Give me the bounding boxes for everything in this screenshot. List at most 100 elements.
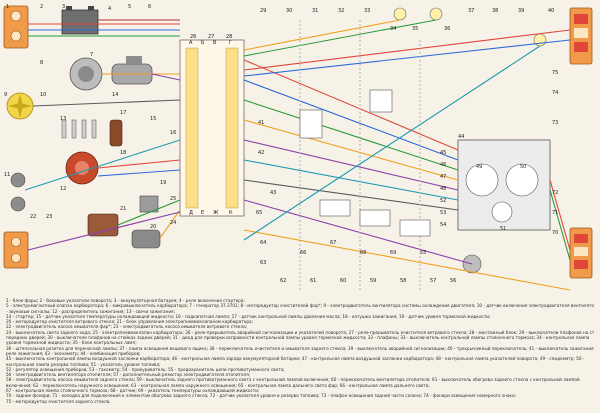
callout-number: 51 xyxy=(500,226,506,232)
legend-line: 36 - штепсельная розетка для переносной … xyxy=(6,345,594,351)
legend-line: - звуковые сигналы; 12 - распределитель … xyxy=(6,308,175,314)
callout-number: 70 xyxy=(552,230,558,236)
callout-number: 27 xyxy=(208,34,214,40)
callout-number: 47 xyxy=(440,174,446,180)
left-headlamp-icon xyxy=(3,5,29,49)
callout-number: 61 xyxy=(310,278,316,284)
callout-number: 34 xyxy=(390,26,396,32)
callout-number: 71 xyxy=(552,210,558,216)
callout-number: 75 xyxy=(552,70,558,76)
callout-number: 63 xyxy=(260,260,266,266)
callout-number: 31 xyxy=(312,8,318,14)
callout-number: 30 xyxy=(286,8,292,14)
callout-number: 26 xyxy=(190,34,196,40)
wiring-diagram: 1234567891011121314151617181920212223242… xyxy=(3,4,593,291)
callout-number: 62 xyxy=(280,278,286,284)
legend-line: 67 - контрольная лампа стояночного тормо… xyxy=(6,388,260,394)
callout-number: 56 xyxy=(450,278,456,284)
callout-number: 65 xyxy=(256,210,262,216)
callout-number: 68 xyxy=(360,250,366,256)
legend-line: 14 - стартер; 15 - датчик указателя темп… xyxy=(6,313,491,319)
legend-line: реле зажигания; 43 - эконометр; 44 - ком… xyxy=(6,350,141,356)
legend-line: 20 - моторедуктор очистителя ветрового с… xyxy=(6,319,253,325)
callout-number: 43 xyxy=(270,190,276,196)
callout-number: 24 xyxy=(170,220,176,226)
legend-line: уровня тормозной жидкости; 35 - блок кон… xyxy=(6,340,137,346)
callout-number: 11 xyxy=(4,172,10,178)
callout-number: 8 xyxy=(40,60,43,66)
wiper-motor-icon xyxy=(131,229,161,249)
callout-number: 55 xyxy=(420,250,426,256)
ignition-coil-icon xyxy=(109,119,123,147)
generator-icon xyxy=(69,57,103,91)
connector-pin-label: Б xyxy=(201,40,205,46)
callout-number: 38 xyxy=(492,8,498,14)
callout-number: 37 xyxy=(468,8,474,14)
callout-number: 46 xyxy=(440,162,446,168)
mounting-block xyxy=(179,39,245,217)
callout-number: 12 xyxy=(60,186,66,192)
wiring-harness xyxy=(24,19,571,291)
connector-pin-label: А xyxy=(189,40,193,46)
callout-number: 9 xyxy=(4,92,7,98)
carburetor-icon xyxy=(87,195,159,237)
callout-number: 15 xyxy=(150,116,156,122)
callout-number: 29 xyxy=(260,8,266,14)
callout-number: 54 xyxy=(440,222,446,228)
switch-block xyxy=(299,89,431,237)
connector-pin-label: Д xyxy=(189,210,193,216)
callout-number: 39 xyxy=(518,8,524,14)
callout-number: 44 xyxy=(458,134,464,140)
callout-number: 17 xyxy=(120,110,126,116)
callout-number: 21 xyxy=(120,206,126,212)
callout-number: 3 xyxy=(62,4,65,10)
connector-pin-label: К xyxy=(229,210,233,216)
right-lower-tail-lamp-icon xyxy=(569,227,593,279)
callout-number: 48 xyxy=(440,186,446,192)
callout-number: 18 xyxy=(120,150,126,156)
legend: 1 - блок-фары; 2 - боковые указатели пов… xyxy=(6,298,594,410)
callout-number: 23 xyxy=(46,214,52,220)
callout-number: 20 xyxy=(150,224,156,230)
legend-line: контрольная лампа резерва топлива; 51 - … xyxy=(6,361,161,367)
connector-pin-label: Е xyxy=(201,210,204,216)
callout-number: 6 xyxy=(148,4,151,10)
callout-number: 74 xyxy=(552,90,558,96)
horn-icon xyxy=(10,172,26,212)
legend-line: 5 - электромагнитный клапан карбюратора;… xyxy=(6,303,594,309)
callout-number: 40 xyxy=(548,8,554,14)
callout-number: 50 xyxy=(520,164,526,170)
callout-number: 4 xyxy=(108,6,111,12)
callout-number: 45 xyxy=(440,150,446,156)
callout-number: 36 xyxy=(444,26,450,32)
callout-number: 67 xyxy=(330,240,336,246)
connector-pin-label: В xyxy=(213,40,217,46)
callout-number: 13 xyxy=(60,116,66,122)
callout-number: 66 xyxy=(300,250,306,256)
legend-line: 24 - выключатель света заднего хода; 25 … xyxy=(6,329,594,335)
legend-line: 1 - блок-фары; 2 - боковые указатели пов… xyxy=(6,298,245,303)
callout-number: 2 xyxy=(40,4,43,10)
legend-line: 70 - задние фонари; 71 - колодка для под… xyxy=(6,393,516,399)
callout-number: 25 xyxy=(170,196,176,202)
callout-number: 57 xyxy=(430,278,436,284)
callout-number: 10 xyxy=(40,92,46,98)
callout-number: 16 xyxy=(170,130,176,136)
callout-number: 32 xyxy=(338,8,344,14)
callout-number: 28 xyxy=(226,34,232,40)
callout-number: 7 xyxy=(90,52,93,58)
callout-number: 41 xyxy=(258,120,264,126)
callout-number: 49 xyxy=(476,164,482,170)
callout-number: 19 xyxy=(160,180,166,186)
right-upper-tail-lamp-icon xyxy=(569,7,593,65)
callout-number: 52 xyxy=(440,198,446,204)
callout-number: 59 xyxy=(370,278,376,284)
legend-line: передних дверей; 30 - выключатели плафон… xyxy=(6,335,590,341)
callout-number: 69 xyxy=(390,250,396,256)
callout-number: 72 xyxy=(552,190,558,196)
callout-number: 60 xyxy=(340,278,346,284)
connector-pin-label: Ж xyxy=(213,210,219,216)
legend-line: 22 - электродвигатель насоса омывателя ф… xyxy=(6,324,248,330)
